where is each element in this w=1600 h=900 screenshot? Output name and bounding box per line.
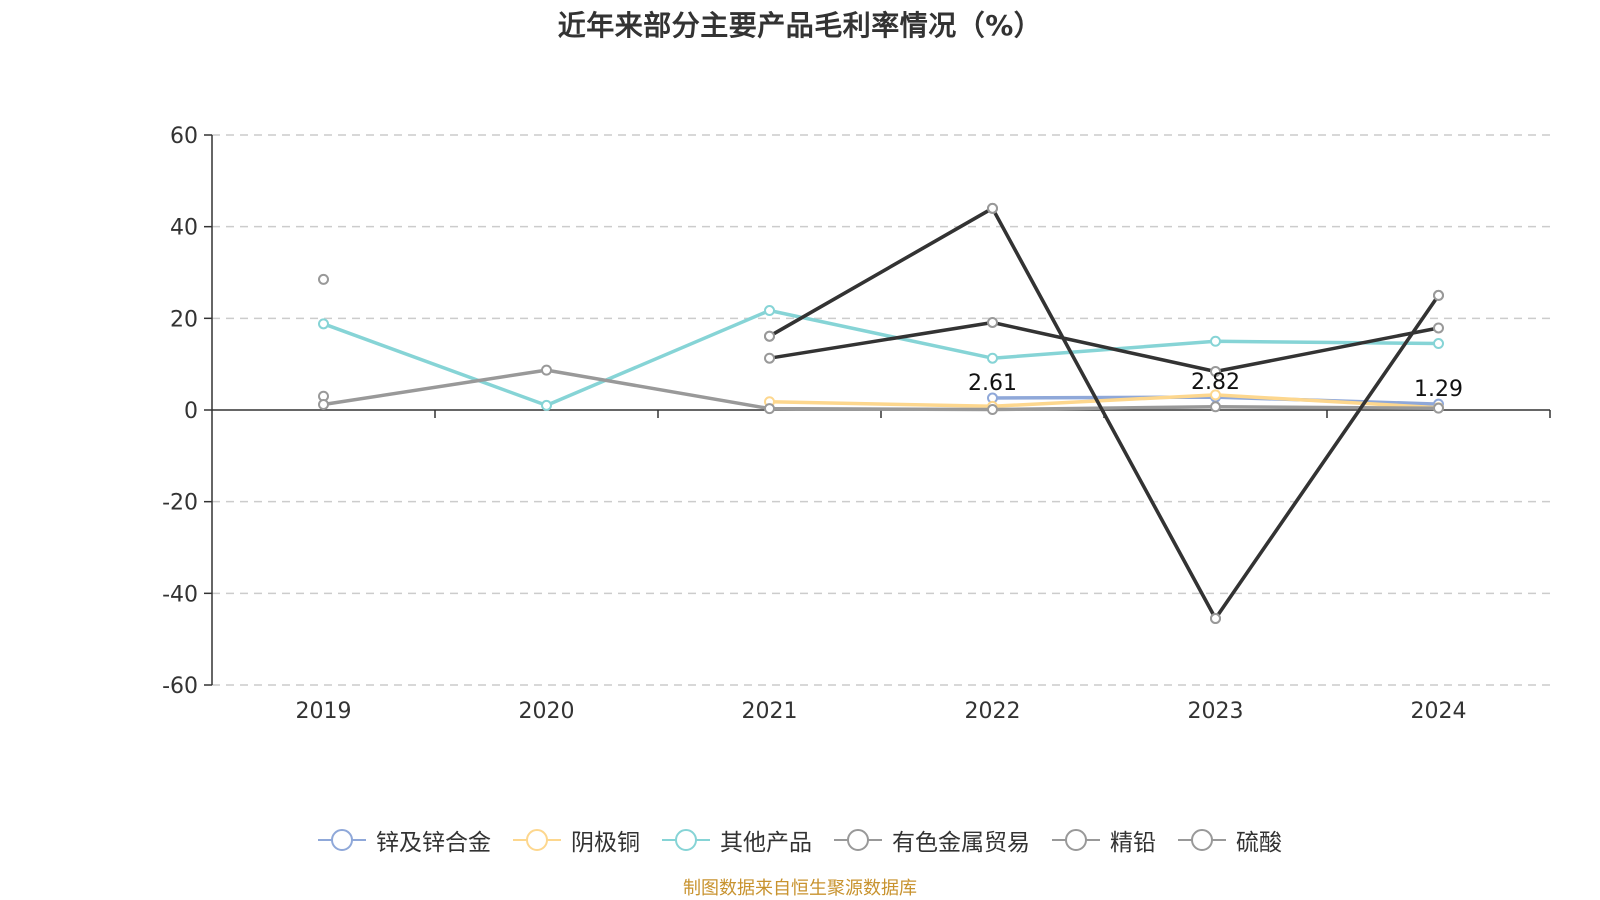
legend-label: 阴极铜 (571, 830, 640, 856)
extra-series-0-point (987, 202, 998, 214)
series-lines (322, 206, 1440, 621)
data-label: 2.61 (968, 371, 1017, 396)
series-5-point (318, 399, 329, 410)
data-labels: 2.61 2.82 1.29 (968, 370, 1463, 402)
legend-item[interactable]: 精铅 (1052, 823, 1156, 857)
series-2-point (541, 399, 552, 411)
series-2-point (1210, 335, 1221, 347)
y-tick-label: 0 (184, 399, 198, 424)
x-tick-label: 2020 (519, 699, 575, 724)
series-1-line (769, 393, 1439, 410)
x-tick-label: 2023 (1188, 699, 1244, 724)
legend-marker-icon (662, 829, 710, 851)
extra-series-0-point (764, 330, 775, 342)
x-tick-label: 2022 (965, 699, 1021, 724)
extra-series-0-point (1210, 613, 1221, 625)
x-tick-label: 2024 (1411, 699, 1467, 724)
legend-marker-icon (513, 829, 561, 851)
legend-item[interactable]: 有色金属贸易 (834, 823, 1030, 857)
series-4-point (318, 273, 329, 285)
x-tick-label: 2019 (296, 699, 352, 724)
y-tick-label: 60 (170, 124, 198, 149)
y-tick-label: -20 (162, 491, 198, 516)
legend-marker-icon (834, 829, 882, 851)
extra-series-1-point (1210, 366, 1221, 377)
legend-marker-icon (318, 829, 366, 851)
data-label: 1.29 (1414, 377, 1463, 402)
series-2-line (322, 308, 1439, 408)
series-5-line (323, 368, 1439, 412)
series-points (318, 202, 1444, 625)
series-2-point (318, 318, 329, 330)
series-5-point (764, 403, 775, 415)
extra-series-0-line (768, 206, 1440, 621)
x-tick-label: 2021 (742, 699, 798, 724)
extra-series-1-point (1433, 322, 1444, 334)
legend-label: 锌及锌合金 (376, 830, 491, 856)
y-tick-label: 20 (170, 307, 198, 332)
legend-item[interactable]: 其他产品 (662, 823, 812, 857)
series-2-point (1433, 338, 1444, 350)
legend-item[interactable]: 硫酸 (1178, 823, 1282, 857)
legend-item[interactable]: 锌及锌合金 (318, 823, 491, 857)
axes: 60 40 20 0 -20 -40 -60 2019 2020 2021 2022 2023 2024 (162, 124, 1551, 724)
y-tick-label: -60 (162, 674, 198, 699)
series-5-point (541, 364, 552, 376)
legend-marker-icon (1178, 829, 1226, 851)
legend-label: 其他产品 (720, 830, 812, 856)
extra-series-1-point (764, 352, 775, 364)
series-5-point (987, 404, 998, 416)
legend-label: 有色金属贸易 (892, 830, 1030, 856)
data-label: 2.82 (1191, 370, 1240, 395)
y-tick-label: -40 (162, 582, 198, 607)
legend-item[interactable]: 阴极铜 (513, 823, 640, 857)
extra-series-0-point (1433, 289, 1444, 301)
series-2-point (764, 305, 775, 317)
legend-marker-icon (1052, 829, 1100, 851)
series-5-point (1433, 402, 1444, 414)
chart-legend: 锌及锌合金 阴极铜 其他产品 有色金属贸易 精铅 硫酸 (0, 820, 1600, 860)
legend-label: 精铅 (1110, 830, 1156, 856)
chart-title: 近年来部分主要产品毛利率情况（%） (557, 9, 1043, 42)
y-tick-label: 40 (170, 216, 198, 241)
series-1-point (1210, 389, 1221, 401)
series-5-point (1210, 401, 1221, 413)
series-2-point (987, 352, 998, 364)
legend-label: 硫酸 (1236, 830, 1282, 856)
extra-series-1-line (769, 320, 1439, 374)
source-note: 制图数据来自恒生聚源数据库 (683, 878, 917, 899)
extra-series-1-point (987, 316, 998, 328)
